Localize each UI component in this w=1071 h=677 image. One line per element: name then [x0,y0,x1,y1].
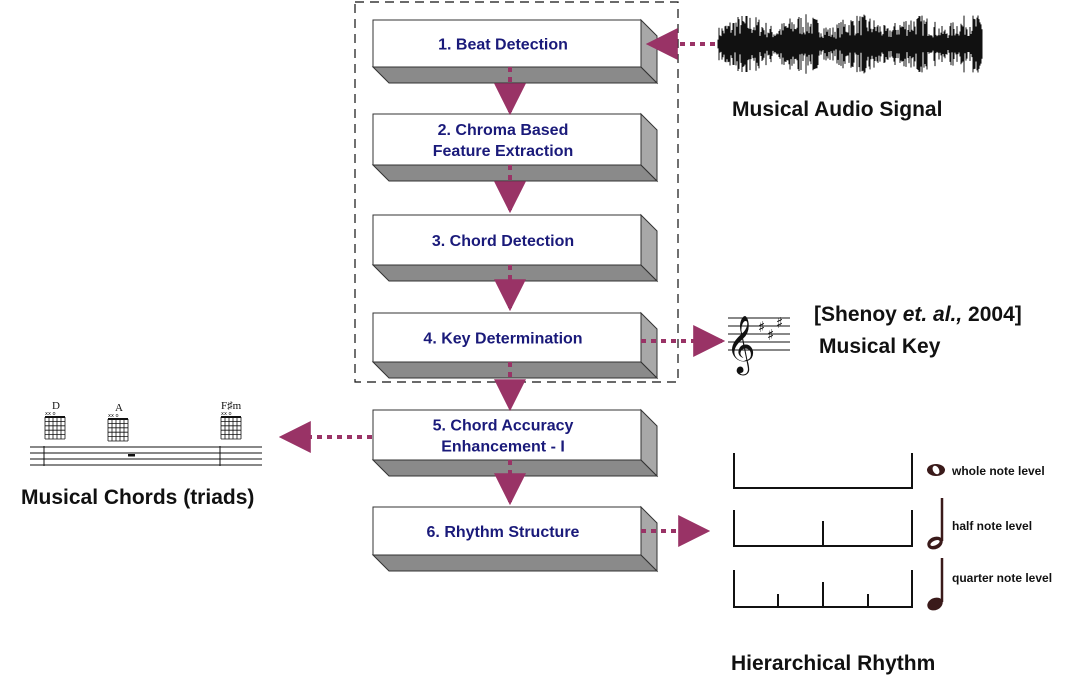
process-box-3-label: 3. Chord Detection [432,233,574,250]
musical-key-label: Musical Key [819,335,941,358]
treble-clef-key-signature-icon: 𝄞 ♯ ♯ ♯ [726,314,790,376]
svg-text:xx o: xx o [45,411,56,417]
process-box-1-label: 1. Beat Detection [438,37,568,54]
process-box-5-label: 5. Chord Accuracy [433,418,574,435]
hierarchical-rhythm-label: Hierarchical Rhythm [731,652,935,675]
quarter-note-level-label: quarter note level [952,571,1052,585]
process-box-5-label: Enhancement - I [441,439,565,456]
side-arrows [278,28,726,547]
process-box-4: 4. Key Determination [371,311,659,380]
whole-note-icon [927,464,945,476]
svg-text:♯: ♯ [767,326,774,344]
half-note-icon [927,498,944,550]
process-box-3: 3. Chord Detection [371,213,659,283]
citation-label: [Shenoy et. al., 2004] [814,303,1022,326]
chord-name-fsharp-minor: F♯m [221,400,242,412]
chord-staff-icon: xx o xx o xx o [30,411,262,466]
audio-waveform-icon [717,14,983,74]
half-note-level-label: half note level [952,519,1032,533]
process-box-6: 6. Rhythm Structure [371,505,659,573]
process-box-1: 1. Beat Detection [371,18,659,85]
pipeline-boundary [354,1,679,383]
process-box-2-label: 2. Chroma Based [438,122,569,139]
rhythm-hierarchy-icon [733,453,913,608]
svg-text:xx o: xx o [221,411,232,417]
musical-chords-label: Musical Chords (triads) [21,486,254,509]
quarter-note-icon [927,558,944,611]
chord-name-a: A [115,402,123,414]
svg-text:♯: ♯ [776,314,783,332]
svg-text:♯: ♯ [758,318,765,336]
process-box-4-label: 4. Key Determination [423,331,582,348]
audio-signal-label: Musical Audio Signal [732,98,942,121]
process-box-2-label: Feature Extraction [433,143,573,160]
chord-name-d: D [52,400,60,412]
whole-note-level-label: whole note level [951,464,1045,478]
svg-text:xx o: xx o [108,413,119,419]
process-box-6-label: 6. Rhythm Structure [427,524,580,541]
svg-text:𝄞: 𝄞 [726,315,756,376]
